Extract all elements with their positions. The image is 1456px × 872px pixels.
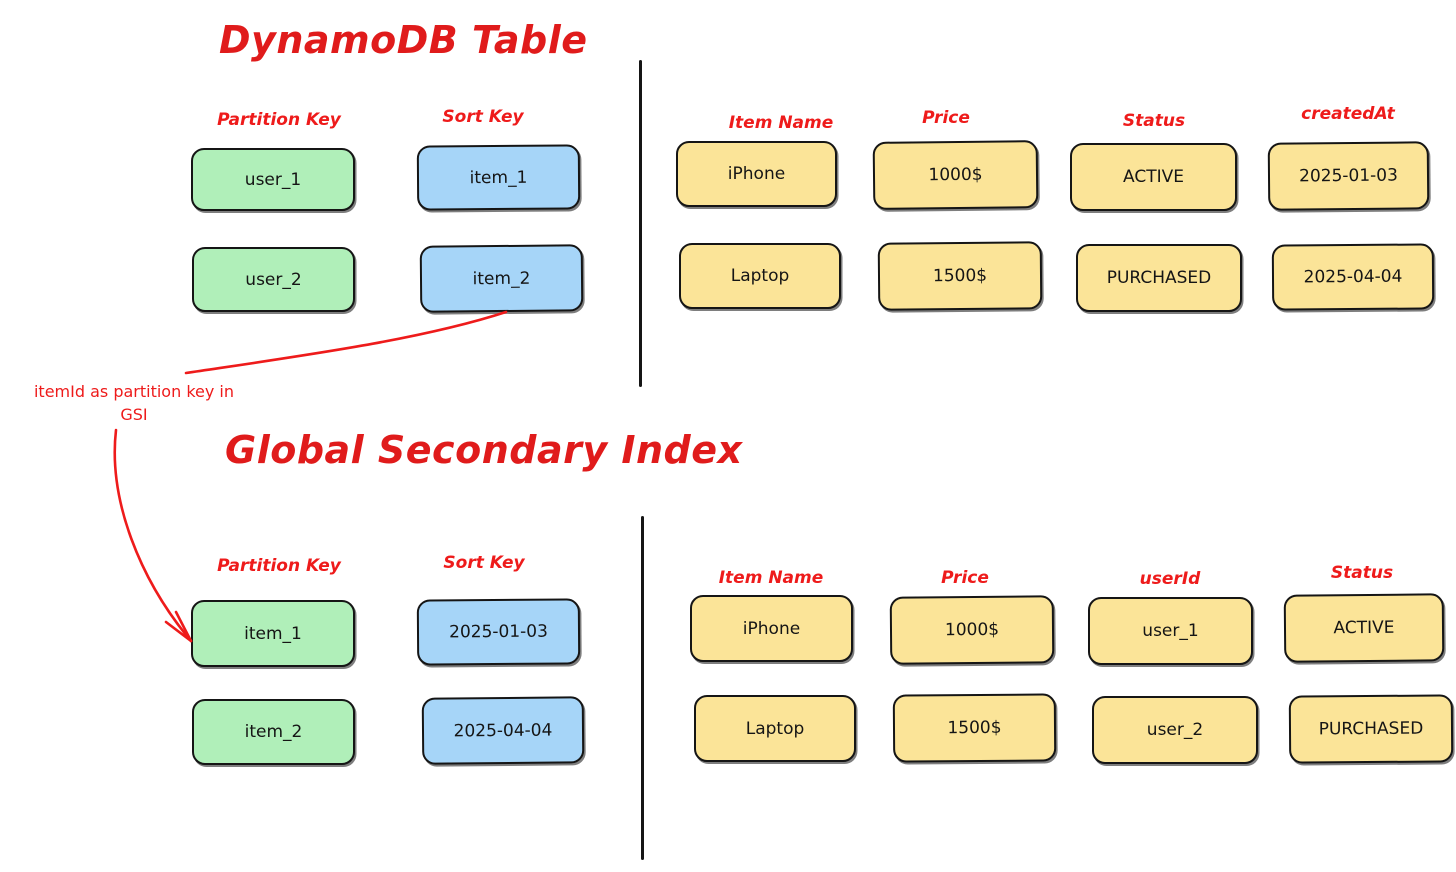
table-partition-key-cell-row2[interactable]: user_2 (192, 247, 355, 312)
gsi-status-cell-row1[interactable]: ACTIVE (1283, 593, 1445, 663)
table-status-cell-row2[interactable]: PURCHASED (1076, 244, 1242, 312)
column-header-userid-gsi: userId (1139, 569, 1201, 589)
section-title-global-secondary-index: Global Secondary Index (225, 428, 743, 472)
gsi-sort-key-cell-row2[interactable]: 2025-04-04 (421, 696, 585, 765)
column-header-status-gsi: Status (1330, 563, 1394, 583)
table-status-cell-row1[interactable]: ACTIVE (1070, 143, 1237, 211)
table-sort-key-cell-row2[interactable]: item_2 (419, 244, 584, 313)
gsi-userid-cell-row2[interactable]: user_2 (1092, 696, 1258, 764)
section-title-dynamodb-table: DynamoDB Table (219, 18, 588, 62)
gsi-partition-key-cell-row2[interactable]: item_2 (192, 699, 355, 765)
section-divider-top (639, 60, 642, 387)
table-createdat-cell-row1[interactable]: 2025-01-03 (1267, 141, 1430, 211)
gsi-price-cell-row2[interactable]: 1500$ (892, 693, 1057, 763)
annotation-leader-line (184, 310, 508, 375)
gsi-price-cell-row1[interactable]: 1000$ (889, 595, 1055, 665)
annotation-itemid-as-gsi-partition-key: itemId as partition key in GSI (33, 382, 234, 425)
gsi-sort-key-cell-row1[interactable]: 2025-01-03 (416, 598, 581, 666)
column-header-createdat-table: createdAt (1301, 104, 1395, 124)
column-header-sort-key-table: Sort Key (442, 107, 524, 127)
table-sort-key-cell-row1[interactable]: item_1 (416, 144, 581, 211)
table-price-cell-row2[interactable]: 1500$ (877, 241, 1043, 311)
annotation-arrowhead (164, 610, 193, 643)
column-header-status-table: Status (1122, 111, 1186, 131)
table-price-cell-row1[interactable]: 1000$ (872, 140, 1039, 210)
column-header-item-name-gsi: Item Name (718, 568, 824, 588)
column-header-price-gsi: Price (941, 568, 989, 588)
column-header-price-table: Price (922, 108, 970, 128)
column-header-partition-key-table: Partition Key (217, 110, 341, 130)
table-createdat-cell-row2[interactable]: 2025-04-04 (1271, 243, 1435, 311)
table-item-name-cell-row2[interactable]: Laptop (679, 243, 841, 309)
gsi-item-name-cell-row1[interactable]: iPhone (690, 595, 853, 662)
table-partition-key-cell-row1[interactable]: user_1 (191, 148, 355, 211)
gsi-partition-key-cell-row1[interactable]: item_1 (191, 600, 355, 667)
section-divider-bottom (641, 516, 644, 860)
gsi-item-name-cell-row2[interactable]: Laptop (694, 695, 856, 762)
gsi-userid-cell-row1[interactable]: user_1 (1088, 597, 1253, 665)
annotation-arrow-curve (113, 428, 193, 643)
column-header-sort-key-gsi: Sort Key (443, 553, 525, 573)
column-header-partition-key-gsi: Partition Key (217, 556, 341, 576)
gsi-status-cell-row2[interactable]: PURCHASED (1288, 694, 1454, 764)
table-item-name-cell-row1[interactable]: iPhone (676, 141, 837, 207)
column-header-item-name-table: Item Name (728, 113, 834, 133)
